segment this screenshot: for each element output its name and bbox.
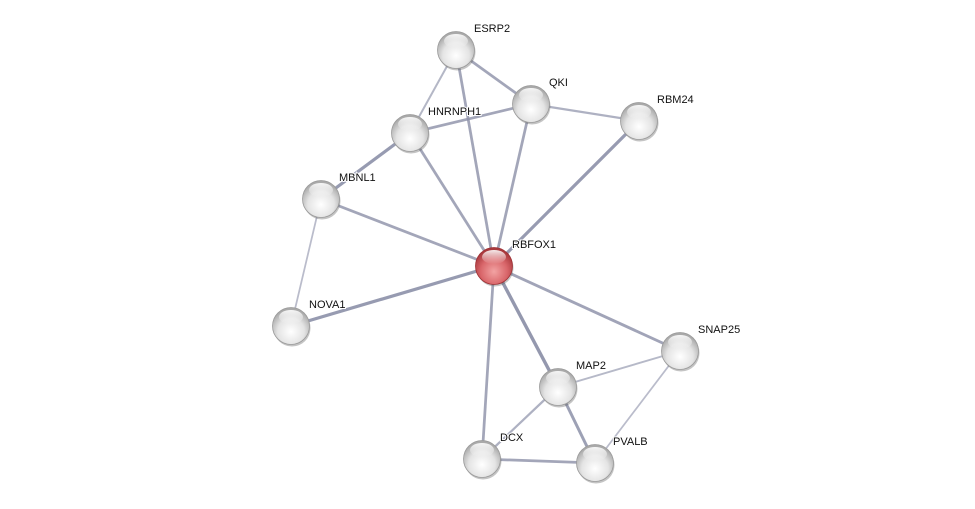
- node-pvalb[interactable]: PVALB: [576, 435, 649, 484]
- node-label: DCX: [500, 432, 524, 444]
- node-label: PVALB: [613, 436, 648, 448]
- node-rbm24[interactable]: RBM24: [620, 93, 695, 142]
- node-label: QKI: [549, 77, 568, 89]
- node-highlight: [444, 34, 468, 48]
- node-label: RBFOX1: [512, 239, 556, 251]
- edges-layer: [290, 48, 681, 465]
- edge-mbnl1-nova1[interactable]: [290, 198, 322, 327]
- node-hnrnph1[interactable]: HNRNPH1: [391, 105, 482, 154]
- edge-rbfox1-map2[interactable]: [492, 265, 560, 388]
- node-dcx[interactable]: DCX: [463, 431, 525, 480]
- node-highlight: [309, 183, 333, 197]
- edge-hnrnph1-rbfox1[interactable]: [408, 132, 496, 267]
- edge-rbm24-rbfox1[interactable]: [492, 119, 641, 268]
- node-label: HNRNPH1: [428, 106, 481, 118]
- node-label: NOVA1: [309, 299, 345, 311]
- edge-snap25-map2[interactable]: [557, 350, 681, 388]
- node-highlight: [279, 310, 303, 324]
- node-nova1[interactable]: NOVA1: [272, 298, 346, 347]
- node-highlight: [482, 250, 506, 264]
- node-qki[interactable]: QKI: [512, 76, 569, 125]
- node-highlight: [470, 443, 494, 457]
- edge-rbfox1-snap25[interactable]: [493, 264, 681, 353]
- node-label: RBM24: [657, 94, 694, 106]
- node-mbnl1[interactable]: MBNL1: [302, 171, 377, 220]
- edge-mbnl1-rbfox1[interactable]: [320, 197, 495, 268]
- node-rbfox1[interactable]: RBFOX1: [475, 238, 557, 287]
- edge-nova1-rbfox1[interactable]: [290, 264, 495, 328]
- node-highlight: [546, 371, 570, 385]
- node-snap25[interactable]: SNAP25: [661, 323, 741, 372]
- node-esrp2[interactable]: ESRP2: [437, 22, 511, 71]
- edge-rbfox1-dcx[interactable]: [480, 265, 496, 460]
- edge-qki-hnrnph1[interactable]: [409, 102, 532, 135]
- edge-esrp2-rbfox1[interactable]: [454, 49, 496, 267]
- node-highlight: [398, 117, 422, 131]
- node-highlight: [668, 335, 692, 349]
- node-highlight: [583, 447, 607, 461]
- node-map2[interactable]: MAP2: [539, 359, 607, 408]
- node-label: MBNL1: [339, 172, 376, 184]
- node-highlight: [627, 105, 651, 119]
- edge-qki-rbfox1[interactable]: [492, 103, 533, 267]
- node-label: ESRP2: [474, 23, 510, 35]
- edge-snap25-pvalb[interactable]: [594, 350, 681, 464]
- node-highlight: [519, 88, 543, 102]
- node-label: SNAP25: [698, 324, 740, 336]
- node-label: MAP2: [576, 360, 606, 372]
